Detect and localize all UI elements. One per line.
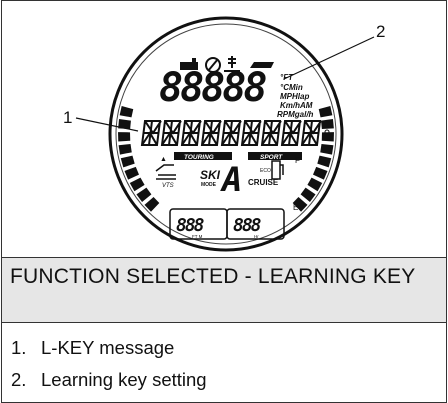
touring-label: TOURING <box>184 154 214 161</box>
callout-2-label: 2 <box>376 22 385 41</box>
callout-1-label: 1 <box>63 108 72 127</box>
vts-trim-icon <box>155 164 176 180</box>
right-small-digits: 888 <box>233 215 261 236</box>
right-small-display-frame <box>226 208 285 240</box>
legend-text: L-KEY message <box>41 337 175 358</box>
mode-label: MODE <box>201 182 217 188</box>
fuel-pump-icon <box>271 160 284 180</box>
units-block: °FT °CMin MPHlap Km/hAM RPMgal/h <box>277 73 314 119</box>
alnum-char <box>300 120 322 146</box>
callout-2-line <box>283 36 375 80</box>
legend-item: 2. Learning key setting <box>11 369 207 391</box>
figure-title: FUNCTION SELECTED - LEARNING KEY <box>10 265 416 288</box>
svg-text:▲: ▲ <box>160 156 167 163</box>
legend-number: 2. <box>11 369 27 390</box>
bar-segment <box>118 144 132 155</box>
legend-text: Learning key setting <box>41 369 207 390</box>
engine-icon <box>180 58 198 70</box>
bar-segment <box>318 106 333 118</box>
eco-label: ECO <box>260 168 271 174</box>
bar-segment <box>118 132 131 142</box>
bar-segment <box>313 166 328 180</box>
unit-line-4: Km/hAM <box>280 101 313 110</box>
alnum-char <box>160 120 182 146</box>
alnum-char <box>280 120 302 146</box>
wrench-icon <box>205 57 221 73</box>
unit-line-2: °CMin <box>280 83 303 92</box>
bar-segment <box>317 155 332 168</box>
bar-segment <box>292 196 308 212</box>
gauge-outer-ring <box>108 16 344 252</box>
alnum-char <box>140 120 162 146</box>
left-unit-label: FT M <box>192 234 203 239</box>
right-bar-graph <box>292 106 334 212</box>
fuel-empty-label: E <box>293 203 298 212</box>
gauge-illustration: 1 2 88888 °FT °CMin MPHlap Km/hAM RPMgal… <box>2 1 446 258</box>
sport-bar <box>248 152 302 160</box>
bar-segment <box>136 187 152 202</box>
legend: 1. L-KEY message 2. Learning key setting <box>2 323 446 402</box>
right-unit-label: Hr <box>254 234 259 239</box>
alnum-char <box>240 120 262 146</box>
alnum-char <box>220 120 242 146</box>
main-digits: 88888 <box>159 65 266 111</box>
ski-label: SKI <box>200 168 221 182</box>
alnum-char <box>180 120 202 146</box>
cruise-label: CRUISE <box>248 178 279 187</box>
bar-segment <box>320 144 334 155</box>
bar-segment <box>129 177 145 192</box>
alnum-char <box>200 120 222 146</box>
unit-line-3: MPHlap <box>280 92 309 101</box>
vts-label: VTS <box>162 183 174 189</box>
title-band: FUNCTION SELECTED - LEARNING KEY <box>2 258 446 323</box>
unit-line-5: RPMgal/h <box>277 110 314 119</box>
sport-label: SPORT <box>260 154 283 161</box>
bar-segment <box>321 118 334 129</box>
bar-segment <box>321 132 334 142</box>
alnum-char <box>260 120 282 146</box>
unit-line-1: °FT <box>280 73 294 82</box>
single-digit-display: A <box>220 160 242 200</box>
fuel-full-label: F <box>295 156 300 165</box>
bar-segment <box>119 106 134 118</box>
left-small-digits: 888 <box>176 215 204 236</box>
bar-segment <box>124 166 139 180</box>
warning-icons <box>180 56 274 73</box>
bar-segment <box>300 187 316 202</box>
bar-segment <box>120 155 135 168</box>
bar-segment <box>307 177 323 192</box>
legend-item: 1. L-KEY message <box>11 337 174 359</box>
alphanumeric-row <box>140 120 322 146</box>
legend-number: 1. <box>11 337 27 358</box>
bar-segment <box>144 196 160 212</box>
left-bar-graph <box>118 106 160 212</box>
bar-segment <box>118 118 131 129</box>
battery-icon <box>250 62 274 68</box>
gauge-drawing: 1 2 88888 °FT °CMin MPHlap Km/hAM RPMgal… <box>63 16 385 252</box>
temperature-icon <box>224 56 240 72</box>
touring-bar <box>174 152 232 160</box>
